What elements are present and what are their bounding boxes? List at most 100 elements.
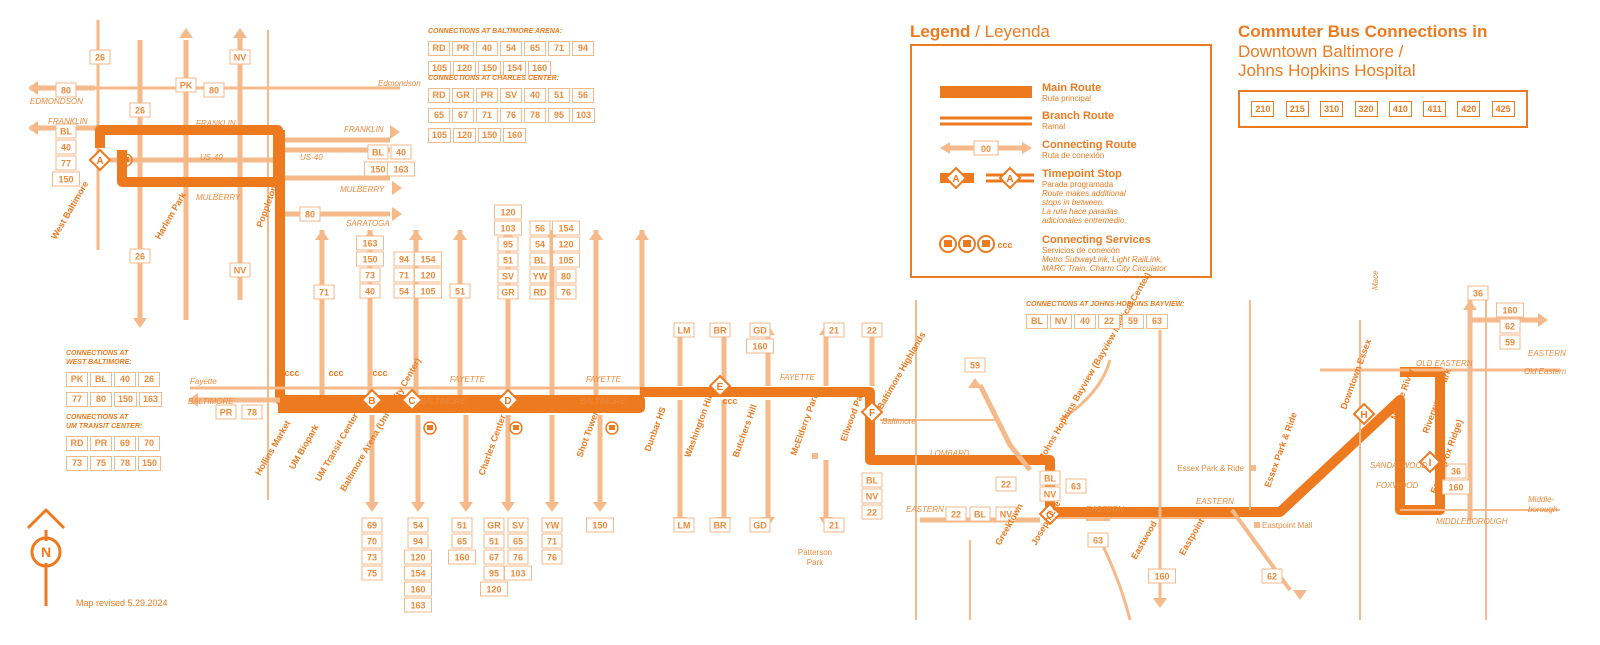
- route-box-label: 76: [561, 288, 571, 298]
- route-box: [749, 517, 771, 533]
- lombard-road-east: [1059, 359, 1112, 422]
- street-label: OLD EASTERN: [1416, 359, 1473, 368]
- route-box-label: 163: [362, 239, 377, 249]
- route-box-label: 120: [486, 585, 501, 595]
- route-box-label: 120: [500, 208, 515, 218]
- street-label: BALTIMORE: [188, 397, 234, 406]
- connecting-box-label: 00: [981, 144, 991, 154]
- route-box: [1445, 463, 1467, 479]
- route-box-label: 22: [867, 326, 877, 336]
- charles-route-box: PR: [476, 88, 498, 103]
- charles-title: CONNECTIONS AT CHARLES CENTER:: [428, 75, 560, 82]
- stop-label: Eastpoint: [1177, 516, 1206, 557]
- north-arrow-head: [26, 508, 66, 530]
- bayview-title: CONNECTIONS AT JOHNS HOPKINS BAYVIEW:: [1026, 301, 1185, 308]
- route-box: [1148, 568, 1176, 584]
- connecting-arrowhead: [392, 181, 402, 195]
- street-label: FAYETTE: [586, 375, 621, 384]
- route-box-label: 95: [489, 569, 499, 579]
- route-box-label: BR: [714, 521, 727, 531]
- timepoint-B-label: B: [368, 396, 375, 407]
- route-box: [448, 549, 476, 565]
- circulator-icon: ccc: [372, 368, 387, 378]
- legend-symbols: 00 A A ccc: [939, 86, 1034, 253]
- route-box: [746, 338, 774, 354]
- route-box: [861, 504, 883, 520]
- route-box: [497, 252, 519, 268]
- patterson-park-marker: [812, 453, 818, 459]
- route-box-label: 63: [1071, 482, 1081, 492]
- street-label: EASTERN: [1528, 349, 1566, 358]
- north-arrow-label: N: [41, 544, 51, 560]
- route-box: [414, 251, 442, 267]
- route-box-label: 73: [365, 271, 375, 281]
- street-label: FRANKLIN: [196, 119, 236, 128]
- route-box: [359, 267, 381, 283]
- connecting-arrowhead: [1153, 598, 1167, 608]
- route-box-label: 56: [535, 224, 545, 234]
- rail-station-fill: [123, 157, 129, 162]
- commuter-route-box: 320: [1354, 101, 1378, 117]
- route-box: [861, 472, 883, 488]
- westbalt-route-box: PK: [66, 372, 88, 387]
- route-box: [359, 283, 381, 299]
- route-box-label: 154: [410, 569, 425, 579]
- street-label: EASTERN: [1086, 505, 1124, 514]
- connecting-arrowhead: [392, 207, 402, 221]
- street-label: Fayette: [190, 377, 217, 386]
- street-label: MULBERRY: [340, 185, 385, 194]
- route-box: [529, 252, 551, 268]
- route-box: [414, 283, 442, 299]
- connecting-arrowhead: [589, 230, 603, 240]
- route-box-label: 65: [513, 537, 523, 547]
- timepoint-I-label: I: [1429, 458, 1432, 469]
- route-box: [129, 248, 151, 264]
- route-box-label: 160: [1154, 572, 1169, 582]
- charles-route-box: 65: [428, 108, 450, 123]
- park-ride-marker: [1250, 465, 1256, 471]
- route-box-label: BL: [534, 256, 546, 266]
- umtransit-route-box: 150: [138, 456, 162, 471]
- westbalt-route-box: 150: [114, 392, 138, 407]
- street-label: US-40: [300, 153, 323, 162]
- main-route-west-loop: [95, 125, 283, 187]
- route-box: [361, 565, 383, 581]
- route-box: [964, 357, 986, 373]
- route-box-label: 70: [367, 537, 377, 547]
- route-box-label: 71: [399, 271, 409, 281]
- route-box: [1065, 478, 1087, 494]
- street-label: SANDALWOOD: [1370, 461, 1428, 470]
- charles-route-box: 150: [478, 128, 502, 143]
- commuter-route-box: 410: [1388, 101, 1412, 117]
- route-box-label: GD: [753, 521, 767, 531]
- route-box-label: 26: [135, 252, 145, 262]
- rail-station-fill: [427, 425, 433, 430]
- connecting-arrowhead: [968, 378, 982, 388]
- westbalt-route-box: 77: [66, 392, 88, 407]
- street-label: Baltimore: [882, 417, 916, 426]
- westbalt-route-box: 163: [139, 392, 163, 407]
- commuter-route-box: 215: [1285, 101, 1309, 117]
- bayview-route-box: NV: [1050, 314, 1072, 329]
- subway-icon: [939, 235, 957, 253]
- street-label: EDMONDSON: [30, 97, 83, 106]
- connecting-arrowhead: [365, 502, 379, 512]
- route-box: [861, 488, 883, 504]
- timepoint-E-icon: [708, 374, 732, 398]
- umtransit-route-box: 75: [90, 456, 112, 471]
- route-box-label: BL: [372, 148, 384, 158]
- route-box-label: 71: [319, 288, 329, 298]
- route-box: [483, 549, 505, 565]
- route-box: [494, 220, 522, 236]
- route-box-label: 54: [413, 521, 423, 531]
- route-box-label: 105: [420, 287, 435, 297]
- charles-route-box: 67: [452, 108, 474, 123]
- route-box-label: 160: [410, 585, 425, 595]
- westbalt-route-box: BL: [90, 372, 112, 387]
- route-box: [1499, 334, 1521, 350]
- route-box: [552, 236, 580, 252]
